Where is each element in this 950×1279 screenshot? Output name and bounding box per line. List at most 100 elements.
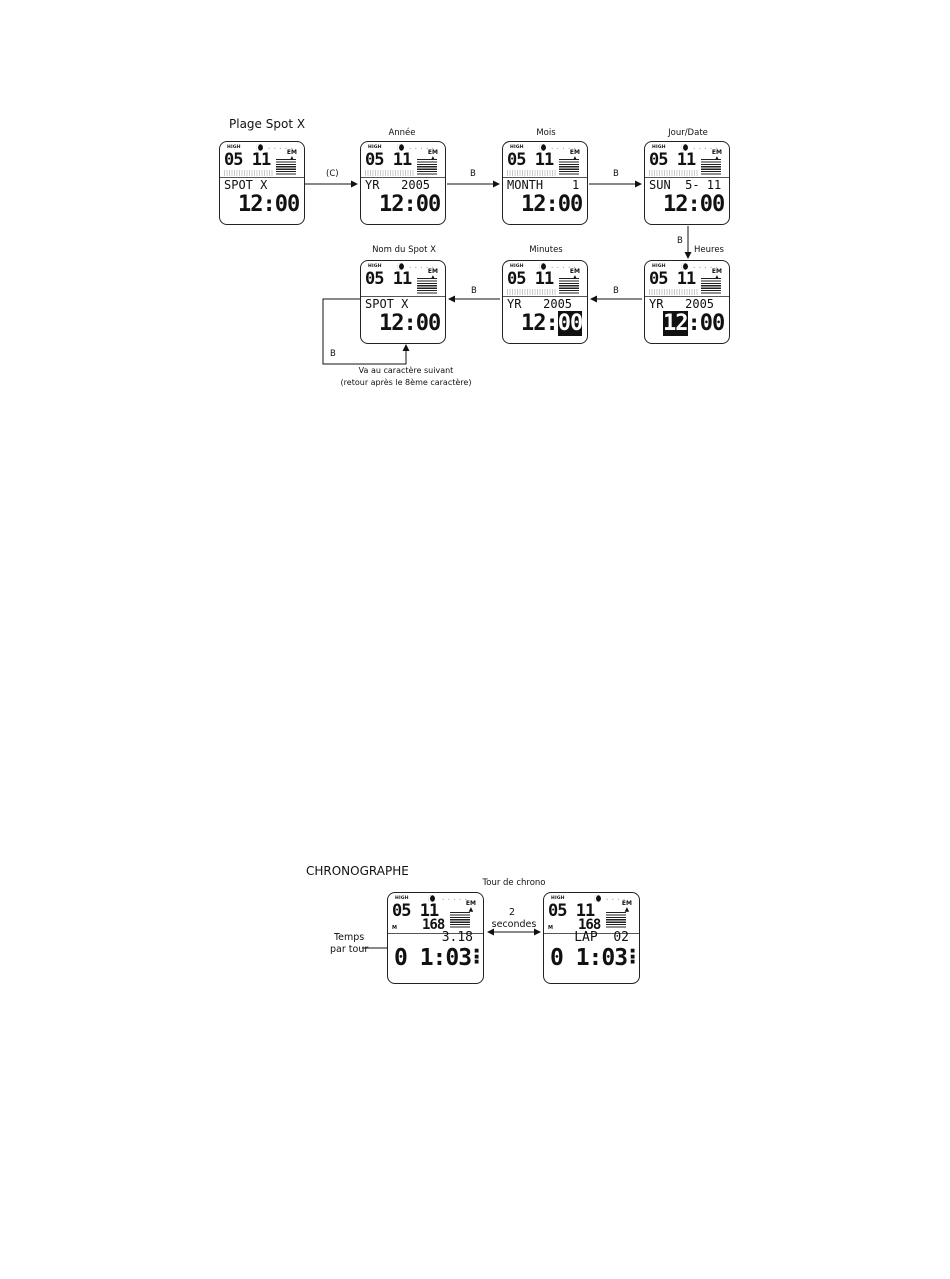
watch-time: 12:00 [521,311,583,336]
em-arrow-icon: EM▲ [428,269,438,281]
unit-indicator: ■■■ [630,948,635,965]
watch-time: 12:00 [663,192,725,217]
unit-indicator: ■■■ [474,948,479,965]
label-2: 2 [508,907,516,918]
em-label: EM [569,149,580,156]
wave-icon [417,278,437,295]
moon-icon [594,895,601,902]
em-label: EM [569,268,580,275]
time-minutes: :00 [687,311,726,336]
ghost-segments [649,289,699,295]
watch-top-digits: 05 11 [548,901,595,921]
arrow-label-b5: B [471,286,477,296]
watch-line3: MONTH 1 [507,178,580,192]
label-minutes: Minutes [529,245,563,255]
watch-sub-digits: 168 [578,917,601,933]
label-jour-date: Jour/Date [668,128,708,138]
moon-icon [539,263,546,270]
wave-icon [606,912,626,929]
arrow-label-b6: B [330,349,336,359]
wave-icon [417,159,437,176]
watch-annee: HIGH • • • • • 05 11 EM▲ YR 2005 12:00 [360,141,446,225]
watch-top-digits: 05 11 [649,269,696,289]
watch-time: 12:00 [238,192,300,217]
high-indicator: HIGH [510,264,524,269]
arrow-label-b2: B [613,169,619,179]
dot-indicators: • • • • • [409,265,435,270]
em-label: EM [286,149,297,156]
watch-top-digits: 05 11 [392,901,439,921]
label-annee: Année [388,128,416,138]
ghost-segments [365,170,415,176]
em-label: EM [427,149,438,156]
arrow-label-b1: B [470,169,476,179]
note-line-1: Va au caractère suivant [358,366,454,375]
time-hours-highlighted: 12 [663,311,688,336]
watch-line3: SPOT X [224,178,268,192]
m-indicator: M [548,925,553,931]
arrow-label-b4: B [613,286,619,296]
time-hours: 12: [521,311,559,336]
display-separator [503,177,587,178]
moon-icon [397,263,404,270]
watch-chrono-temps: HIGH • • • • • 05 11 EM▲ M 168 3.18 0 1:… [387,892,484,984]
high-indicator: HIGH [652,145,666,150]
em-arrow-icon: EM▲ [621,900,632,913]
dot-indicators: • • • • • [693,265,719,270]
em-arrow-icon: EM▲ [465,900,476,913]
wave-icon [276,159,296,176]
dot-indicators: • • • • • [442,897,468,902]
wave-icon [450,912,470,929]
wave-icon [701,278,721,295]
moon-icon [428,895,435,902]
watch-line3: SPOT X [365,297,409,311]
display-separator [544,933,639,934]
dot-indicators: • • • • • [268,146,294,151]
high-indicator: HIGH [368,145,382,150]
watch-time: 0 1:03 [550,945,628,971]
watch-time: 12:00 [663,311,726,336]
em-arrow-icon: EM▲ [712,150,722,162]
high-indicator: HIGH [368,264,382,269]
em-arrow-icon: EM▲ [570,269,580,281]
dot-indicators: • • • • • [551,146,577,151]
watch-sub-digits: 168 [422,917,445,933]
em-arrow-icon: EM▲ [287,150,297,162]
watch-nom-spot-x: HIGH • • • • • 05 11 EM▲ SPOT X 12:00 [360,260,446,344]
time-minutes-highlighted: 00 [557,311,583,336]
high-indicator: HIGH [551,896,565,901]
high-indicator: HIGH [652,264,666,269]
watch-top-digits: 05 11 [224,150,271,170]
label-heures: Heures [694,245,724,255]
moon-icon [681,144,688,151]
watch-time: 0 1:03 [394,945,472,971]
moon-icon [256,144,263,151]
wave-icon [559,159,579,176]
watch-line3: YR 2005 [507,297,573,311]
watch-line3: YR 2005 [365,178,431,192]
moon-icon [397,144,404,151]
arrow-label-b3: B [677,236,683,246]
watch-mois: HIGH • • • • • 05 11 EM▲ MONTH 1 12:00 [502,141,588,225]
display-separator [220,177,304,178]
display-separator [361,296,445,297]
watch-top-digits: 05 11 [507,150,554,170]
display-separator [388,933,483,934]
dot-indicators: • • • • [606,897,627,902]
em-arrow-icon: EM▲ [428,150,438,162]
watch-top-digits: 05 11 [365,269,412,289]
watch-time: 12:00 [379,311,441,336]
loop-arrow [322,298,410,365]
m-indicator: M [392,925,397,931]
display-separator [503,296,587,297]
moon-icon [681,263,688,270]
arrow-label-c: (C) [326,169,339,179]
em-label: EM [711,149,722,156]
dot-indicators: • • • • • [551,265,577,270]
watch-line3: YR 2005 [649,297,715,311]
em-label: EM [427,268,438,275]
watch-line3: LAP 02 [574,930,629,945]
ghost-segments [224,170,274,176]
high-indicator: HIGH [227,145,241,150]
